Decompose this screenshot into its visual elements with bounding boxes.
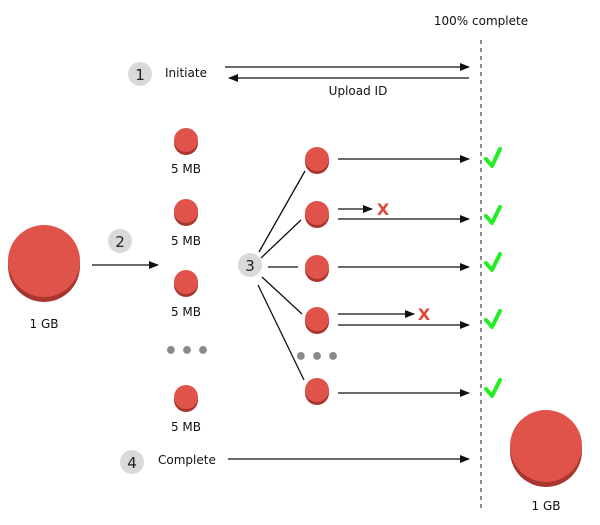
step-4-number: 4 [127,454,137,472]
step-2-badge [108,229,132,253]
step-4-label: Complete [158,453,216,467]
uploads-ellipsis: ••• [294,345,342,370]
step-3-number: 3 [245,257,255,275]
step-4-badge [120,450,144,474]
source-file-size-label: 1 GB [30,317,59,331]
failure-x-icon: X [418,305,431,324]
uploading-part-icon [305,201,329,228]
uploading-part-icon [305,378,329,405]
part-icon [174,385,198,412]
source-file-icon [8,225,80,302]
part-icon [174,270,198,297]
result-file-size-label: 1 GB [532,499,561,513]
step-1-label: Initiate [165,66,207,80]
part-size-label: 5 MB [171,162,201,176]
step-1-number: 1 [135,66,145,84]
step-3-badge [238,253,262,277]
uploading-part-icon [305,307,329,334]
upload-id-label: Upload ID [329,84,388,98]
success-check-icon [484,147,502,168]
success-check-icon [484,205,502,225]
parts-ellipsis: ••• [164,339,212,364]
success-check-icon [484,252,502,272]
part-size-label: 5 MB [171,420,201,434]
progress-label: 100% complete [434,14,528,28]
uploading-part-icon [305,255,329,282]
step-1-badge [128,62,152,86]
part-icon [174,199,198,226]
part-size-label: 5 MB [171,305,201,319]
step-2-number: 2 [115,233,125,251]
result-file-icon [510,410,582,487]
success-check-icon [484,309,502,329]
uploading-part-icon [305,147,329,174]
part-icon [174,128,198,155]
failure-x-icon: X [377,200,390,219]
part-size-label: 5 MB [171,234,201,248]
fanout-lines [257,170,306,381]
success-check-icon [484,378,502,398]
